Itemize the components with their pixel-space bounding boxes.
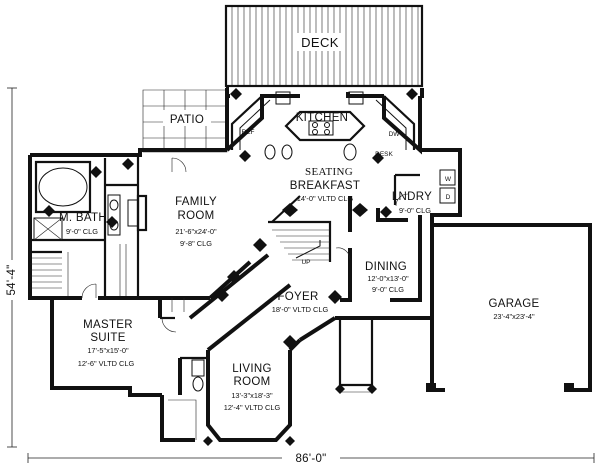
master-label-2: SUITE [90,332,125,344]
living-label-2: ROOM [234,376,271,388]
patio-area: PATIO [142,89,228,153]
overall-dimensions: 54'-4" 86'-0" [4,87,595,465]
exterior-walls [28,86,592,442]
family-label-1: FAMILY [175,196,217,208]
bath-fixtures [30,160,205,392]
master-label-1: MASTER [83,319,133,331]
foyer-label: FOYER [277,291,318,303]
laundry-dims: 9'-0" CLG [399,206,431,215]
interior-walls [30,155,422,395]
stairs: UP [272,229,330,266]
deck-label: DECK [301,35,339,50]
breakfast-label: BREAKFAST [290,180,360,192]
deck-area: DECK [224,4,424,88]
fireplace [127,194,148,232]
garage-dims: 23'-4"x23'-4" [493,312,535,321]
patio-label: PATIO [170,114,204,126]
family-label-2: ROOM [178,210,215,222]
master-dims: 17'-5"x15'-0" [87,346,129,355]
door-swings [81,157,409,333]
breakfast-dims: 14'-0" VLTD CLG [297,194,354,203]
dw-label: DW [389,131,401,138]
dining-clg: 9'-0" CLG [372,285,404,294]
overall-width: 86'-0" [295,453,326,465]
living-clg: 12'-4" VLTD CLG [224,403,281,412]
dining-label: DINING [365,261,407,273]
overall-depth: 54'-4" [6,264,18,295]
mbath-label: M. BATH [59,212,107,224]
laundry-fixtures: W D [439,169,456,204]
family-dims: 21'-6"x24'-0" [175,227,217,236]
dryer-label: D [446,194,451,201]
living-dims: 13'-3"x18'-3" [231,391,273,400]
laundry-label: LNDRY [392,191,432,203]
kitchen-label: KITCHEN [296,112,349,124]
master-clg: 12'-6" VLTD CLG [78,359,135,368]
stair-up-label: UP [301,259,310,266]
dining-dims: 12'-0"x13'-0" [367,274,409,283]
washer-label: W [445,176,452,183]
ref-label: REF [242,129,255,136]
family-clg: 9'-8" CLG [180,239,212,248]
porch [168,384,377,446]
foyer-dims: 18'-0" VLTD CLG [272,305,329,314]
mbath-dims: 9'-0" CLG [66,227,98,236]
columns [43,88,418,349]
desk-label: DESK [375,151,393,158]
kitchen-fixtures: REF DW DESK [230,91,416,161]
garage-label: GARAGE [488,298,539,310]
seating-label: SEATING [305,166,353,178]
living-label-1: LIVING [232,363,272,375]
